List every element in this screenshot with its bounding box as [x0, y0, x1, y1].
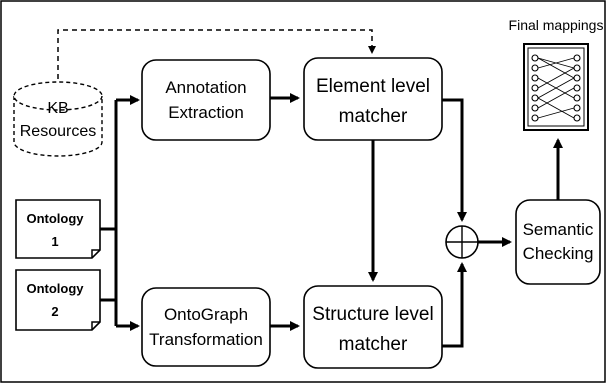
final-mappings-graphic	[523, 43, 589, 131]
ontology-2-label: Ontology	[26, 281, 84, 296]
annotation-label: Annotation	[165, 78, 246, 97]
ontology-2-node: Ontology 2	[15, 269, 101, 331]
kb-dashed-connector	[57, 29, 376, 88]
extraction-label: Extraction	[168, 103, 244, 122]
annotation-extraction-node: Annotation Extraction	[141, 59, 271, 141]
arrow-element-to-aggregator	[442, 98, 467, 222]
checking-label: Checking	[523, 244, 594, 263]
aggregation-operator	[445, 225, 479, 259]
transformation-label: Transformation	[149, 330, 263, 349]
kb-resources-node: KB Resources	[13, 81, 103, 157]
element-matcher-label: Element level	[316, 76, 430, 97]
ontology-1-number: 1	[51, 234, 58, 249]
ontology-2-number: 2	[51, 304, 58, 319]
kb-label: KB	[47, 100, 68, 117]
element-level-matcher-node: Element level matcher	[303, 57, 443, 141]
structure-level-matcher-node: Structure level matcher	[303, 285, 443, 369]
ontograph-label: OntoGraph	[164, 305, 248, 324]
element-matcher-sublabel: matcher	[339, 106, 408, 127]
arrow-structure-to-aggregator	[442, 262, 467, 348]
resources-label: Resources	[20, 123, 96, 140]
structure-matcher-sublabel: matcher	[339, 334, 408, 355]
semantic-checking-node: Semantic Checking	[515, 199, 601, 285]
ontology-1-node: Ontology 1	[15, 199, 101, 259]
ontograph-transformation-node: OntoGraph Transformation	[141, 287, 271, 367]
ontology-1-label: Ontology	[26, 211, 84, 226]
semantic-label: Semantic	[523, 220, 594, 239]
structure-matcher-label: Structure level	[312, 304, 433, 325]
final-mappings-label: Final mappings	[509, 17, 604, 33]
